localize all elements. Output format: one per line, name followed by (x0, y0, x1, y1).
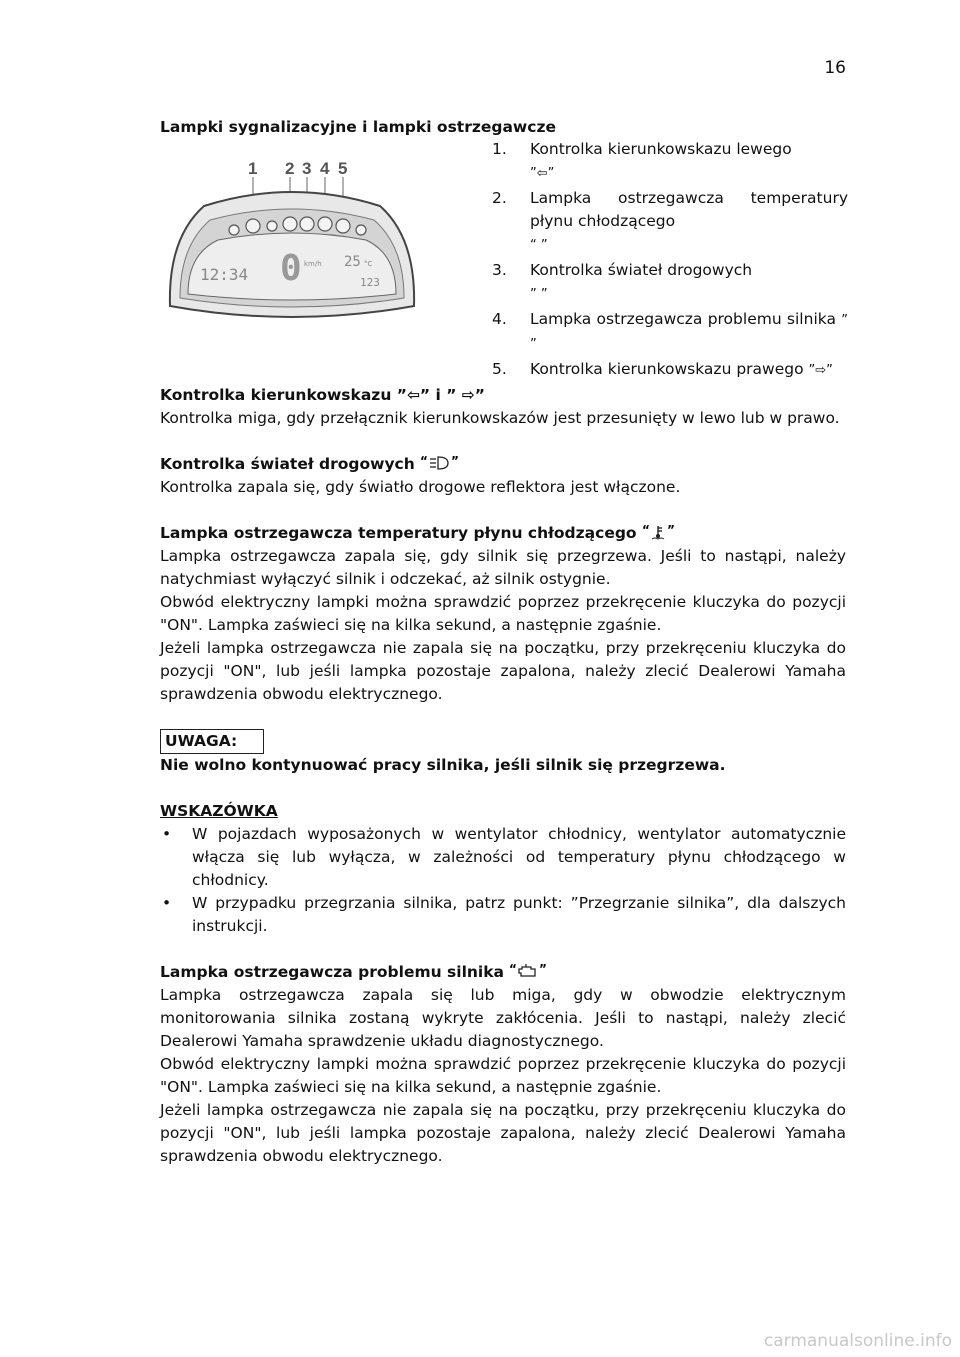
engine-section: Lampka ostrzegawcza problemu silnika “ ”… (160, 961, 846, 1168)
list-item: 1. Kontrolka kierunkowskazu lewego”⇦” (492, 140, 792, 181)
high-beam-icon: “ ” (420, 455, 459, 470)
indicator-list: 1. Kontrolka kierunkowskazu lewego”⇦” 2.… (492, 138, 848, 384)
high-beam-section: Kontrolka świateł drogowych “ ” Kontrolk… (160, 453, 846, 499)
note-label: WSKAZÓWKA (160, 802, 278, 820)
list-item: 3. Kontrolka świateł drogowych” ” (492, 261, 753, 302)
engine-warning-lamp (317, 216, 333, 232)
engine-p3: Jeżeli lampka ostrzegawcza nie zapala si… (160, 1101, 846, 1165)
high-beam-heading: Kontrolka świateł drogowych (160, 455, 415, 473)
warning-section: UWAGA: Nie wolno kontynuować pracy silni… (160, 729, 846, 777)
note-section: WSKAZÓWKA •W pojazdach wyposażonych w we… (160, 800, 846, 938)
coolant-section: Lampka ostrzegawcza temperatury płynu ch… (160, 522, 846, 706)
coolant-heading: Lampka ostrzegawcza temperatury płynu ch… (160, 524, 637, 542)
indicator-section: Lampki sygnalizacyjne i lampki ostrzegaw… (160, 116, 848, 384)
cluster-temp-unit: °C (364, 260, 373, 268)
turn-signal-section: Kontrolka kierunkowskazu ”⇦” i ” ⇨” Kont… (160, 384, 846, 430)
list-item: 5. Kontrolka kierunkowskazu prawego ”⇨” (492, 360, 833, 378)
svg-text:“: “ (642, 524, 650, 537)
high-beam-body: Kontrolka zapala się, gdy światło drogow… (160, 478, 681, 496)
cluster-clock: 12:34 (200, 265, 248, 284)
cluster-speed-unit: km/h (304, 260, 322, 268)
cluster-temp: 25 (344, 254, 361, 270)
list-item: 4. Lampka ostrzegawcza problemu silnika … (492, 310, 848, 352)
coolant-temp-lamp (282, 216, 298, 232)
turn-right-icon: ”⇨” (808, 363, 833, 378)
warning-label: UWAGA: (160, 729, 265, 754)
watermark: carmanualsonline.info (763, 1331, 952, 1351)
turn-signal-body: Kontrolka miga, gdy przełącznik kierunko… (160, 409, 840, 427)
callout-1: 1 (248, 159, 257, 178)
engine-p1: Lampka ostrzegawcza zapala się lub miga,… (160, 986, 846, 1050)
coolant-p1: Lampka ostrzegawcza zapala się, gdy siln… (160, 547, 846, 588)
cluster-speed: 0 (280, 248, 302, 289)
svg-text:“: “ (420, 455, 428, 468)
coolant-temp-icon: “ ” (642, 524, 675, 540)
turn-left-icon: ”⇦” (530, 166, 555, 181)
engine-warning-icon: ” ” (530, 313, 848, 352)
section-title: Lampki sygnalizacyjne i lampki ostrzegaw… (160, 118, 556, 136)
coolant-p2: Obwód elektryczny lampki można sprawdzić… (160, 593, 846, 634)
engine-warning-icon: “ ” (509, 963, 547, 977)
high-beam-icon: ” ” (530, 287, 548, 302)
callout-4: 4 (320, 159, 330, 178)
instrument-cluster-figure: 1 2 3 4 5 (168, 159, 416, 318)
turn-signal-heading: Kontrolka kierunkowskazu ”⇦” i ” ⇨” (160, 386, 485, 404)
high-beam-lamp (299, 216, 315, 232)
engine-heading: Lampka ostrzegawcza problemu silnika (160, 963, 505, 981)
coolant-temp-icon: “ ” (530, 238, 548, 253)
warning-text: Nie wolno kontynuować pracy silnika, jeś… (160, 756, 726, 774)
svg-text:“: “ (509, 963, 517, 976)
callout-2: 2 (285, 159, 294, 178)
svg-text:”: ” (451, 455, 459, 468)
page-number: 16 (824, 58, 846, 78)
turn-right-lamp (335, 218, 351, 234)
callout-5: 5 (338, 159, 347, 178)
list-item: 2. Lampka ostrzegawcza temperatury płynu… (492, 189, 848, 253)
callout-3: 3 (302, 159, 311, 178)
page-content: Lampki sygnalizacyjne i lampki ostrzegaw… (160, 116, 848, 1168)
engine-p2: Obwód elektryczny lampki można sprawdzić… (160, 1055, 846, 1096)
coolant-p3: Jeżeli lampka ostrzegawcza nie zapala si… (160, 639, 846, 703)
note-list: •W pojazdach wyposażonych w wentylator c… (160, 823, 846, 938)
cluster-odo: 123 (360, 276, 380, 289)
svg-text:”: ” (539, 963, 547, 976)
turn-left-lamp (245, 218, 261, 234)
svg-text:”: ” (667, 524, 675, 537)
list-item: •W przypadku przegrzania silnika, patrz … (162, 894, 846, 935)
list-item: •W pojazdach wyposażonych w wentylator c… (162, 825, 846, 889)
